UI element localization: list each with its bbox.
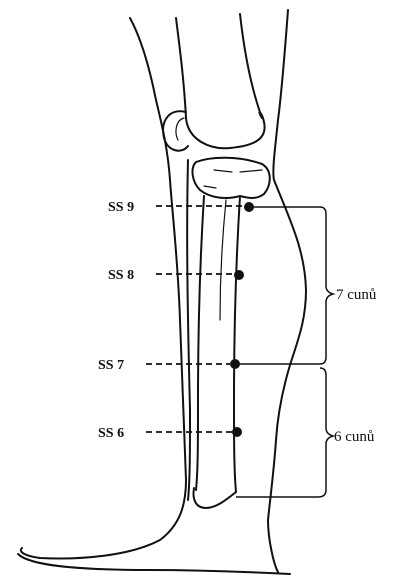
fibula — [187, 160, 190, 500]
tibia-ridge — [220, 200, 226, 320]
upper-measurement: 7 cunů — [336, 287, 377, 303]
ss9-label: SS 9 — [108, 200, 134, 215]
tibia-back — [234, 196, 240, 492]
ss7-label: SS 7 — [98, 358, 124, 373]
lower-brace — [318, 368, 333, 497]
tibia-detail — [204, 170, 262, 188]
femur-front — [176, 18, 186, 118]
leg-outline-front — [21, 18, 186, 558]
ss6-point — [232, 427, 242, 437]
ss8-point — [234, 270, 244, 280]
tibia-front — [196, 196, 204, 490]
ss6-label: SS 6 — [98, 426, 124, 441]
upper-brace — [320, 207, 333, 364]
tibia-plateau — [193, 158, 270, 198]
lower-measurement: 6 cunů — [334, 429, 375, 445]
foot-sole — [18, 554, 290, 574]
knee-condyle — [186, 112, 265, 148]
femur-back — [240, 14, 262, 118]
patella-inner — [176, 118, 184, 140]
ss8-label: SS 8 — [108, 268, 134, 283]
leg-outline-back — [268, 10, 306, 572]
malleolus — [194, 488, 237, 508]
